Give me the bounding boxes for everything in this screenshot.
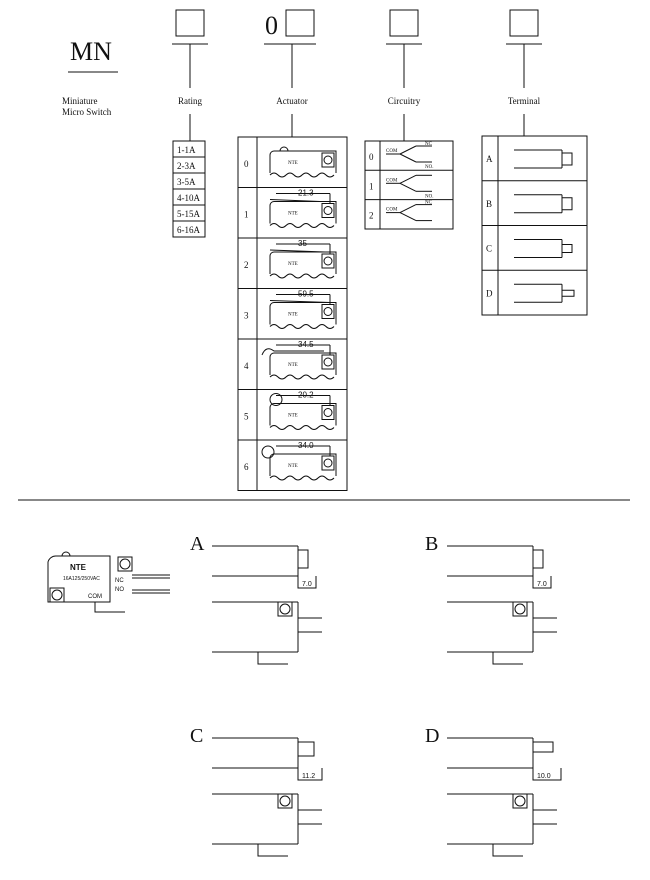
circuitry-code: 0	[369, 152, 374, 162]
actuator-drawing: NTE 59.5	[269, 290, 337, 329]
rating-option: 2-3A	[177, 161, 196, 171]
rating-option: 1-1A	[177, 145, 196, 155]
circuitry-com: COM	[386, 149, 398, 154]
actuator-brand: NTE	[288, 464, 298, 469]
actuator-brand: NTE	[288, 262, 298, 267]
actuator-brand: NTE	[288, 363, 298, 368]
circuitry-com: COM	[386, 178, 398, 183]
circuitry-no: NO.	[425, 165, 433, 170]
actuator-dimension: 20.2	[298, 391, 314, 400]
actuator-brand: NTE	[288, 161, 298, 166]
detail-dimension: 7.0	[302, 581, 312, 588]
terminal-table: A B C D	[481, 135, 588, 316]
rating-option: 4-10A	[177, 193, 200, 203]
actuator-frame	[237, 136, 348, 491]
actuator-code: 1	[244, 210, 249, 220]
actuator-code: 4	[244, 361, 249, 371]
detail-letter: A	[190, 533, 205, 555]
circuitry-label: Circuitry	[388, 96, 421, 106]
detail-dimension: 11.2	[302, 773, 315, 780]
circuitry-code: 1	[369, 181, 374, 191]
switch-nc: NC	[115, 578, 124, 584]
detail-tab	[532, 741, 554, 753]
actuator-dimension: 35	[298, 239, 307, 248]
actuator-prefix: 0	[265, 11, 278, 40]
actuator-label: Actuator	[276, 96, 308, 106]
actuator-code: 2	[244, 260, 249, 270]
actuator-drawing: NTE 34.5	[261, 340, 337, 380]
terminal-field: Terminal	[506, 9, 542, 136]
switch-rating: 16A125/250VAC	[63, 576, 100, 582]
circuitry-field: Circuitry	[386, 9, 422, 141]
rating-option: 3-5A	[177, 177, 196, 187]
actuator-code: 6	[244, 462, 249, 472]
terminal-tab-icon	[561, 244, 573, 253]
actuator-code: 0	[244, 159, 249, 169]
actuator-drawing: NTE 20.2	[269, 391, 337, 430]
terminal-detail-b: B 7.0	[425, 533, 557, 665]
actuator-dimension: 21.3	[298, 189, 314, 198]
switch-brand: NTE	[70, 563, 87, 572]
prefix-label-1: Miniature	[62, 96, 98, 106]
actuator-drawing: NTE	[269, 146, 337, 178]
rating-label: Rating	[178, 96, 202, 106]
circuitry-code: 2	[369, 211, 374, 221]
circuitry-no: NO.	[425, 194, 433, 199]
circuitry-nc: NC	[425, 142, 433, 147]
actuator-dimension: 34.5	[298, 340, 314, 349]
actuator-code: 5	[244, 412, 249, 422]
terminal-code: A	[486, 154, 493, 164]
terminal-code: B	[486, 199, 492, 209]
detail-dimension: 10.0	[537, 773, 551, 780]
rating-field: Rating	[172, 9, 208, 141]
rating-option: 6-16A	[177, 225, 200, 235]
terminal-label: Terminal	[508, 96, 541, 106]
detail-letter: B	[425, 533, 438, 555]
actuator-code: 3	[244, 311, 249, 321]
prefix-code: MN	[70, 37, 112, 66]
detail-letter: C	[190, 725, 203, 747]
rating-table: 1-1A 2-3A 3-5A 4-10A 5-15A 6-16A	[172, 140, 206, 238]
detail-tab	[297, 549, 309, 569]
actuator-brand: NTE	[288, 313, 298, 318]
circuitry-com: COM	[386, 208, 398, 213]
terminal-code: D	[486, 288, 493, 298]
terminal-tab-icon	[561, 152, 573, 166]
actuator-drawing: NTE 34.0	[261, 441, 337, 481]
actuator-brand: NTE	[288, 212, 298, 217]
switch-drawing: NTE 16A125/250VAC NC NO COM	[47, 551, 170, 613]
actuator-brand: NTE	[288, 414, 298, 419]
prefix-label-2: Micro Switch	[62, 107, 112, 117]
circuitry-nc: NC	[425, 201, 433, 206]
switch-no: NO	[115, 587, 124, 593]
detail-dimension: 7.0	[537, 581, 547, 588]
terminal-code: C	[486, 244, 492, 254]
terminal-detail-a: A 7.0	[190, 533, 322, 665]
actuator-field: Actuator	[264, 9, 316, 137]
detail-letter: D	[425, 725, 439, 747]
actuator-drawing: NTE 35	[269, 239, 337, 279]
rating-option: 5-15A	[177, 209, 200, 219]
actuator-dimension: 59.5	[298, 290, 314, 299]
terminal-details: A 7.0 B 7.0C 11.2 D 10.0	[190, 533, 562, 857]
actuator-drawing: NTE 21.3	[269, 189, 337, 228]
circuitry-frame	[364, 140, 454, 230]
terminal-tab-icon	[561, 289, 575, 297]
terminal-detail-c: C 11.2	[190, 725, 323, 857]
terminal-tab-icon	[561, 197, 573, 211]
rating-cell	[172, 220, 206, 238]
detail-tab	[532, 549, 544, 569]
detail-tab	[297, 741, 315, 757]
switch-com: COM	[88, 594, 102, 600]
terminal-detail-d: D 10.0	[425, 725, 562, 857]
actuator-dimension: 34.0	[298, 441, 314, 450]
